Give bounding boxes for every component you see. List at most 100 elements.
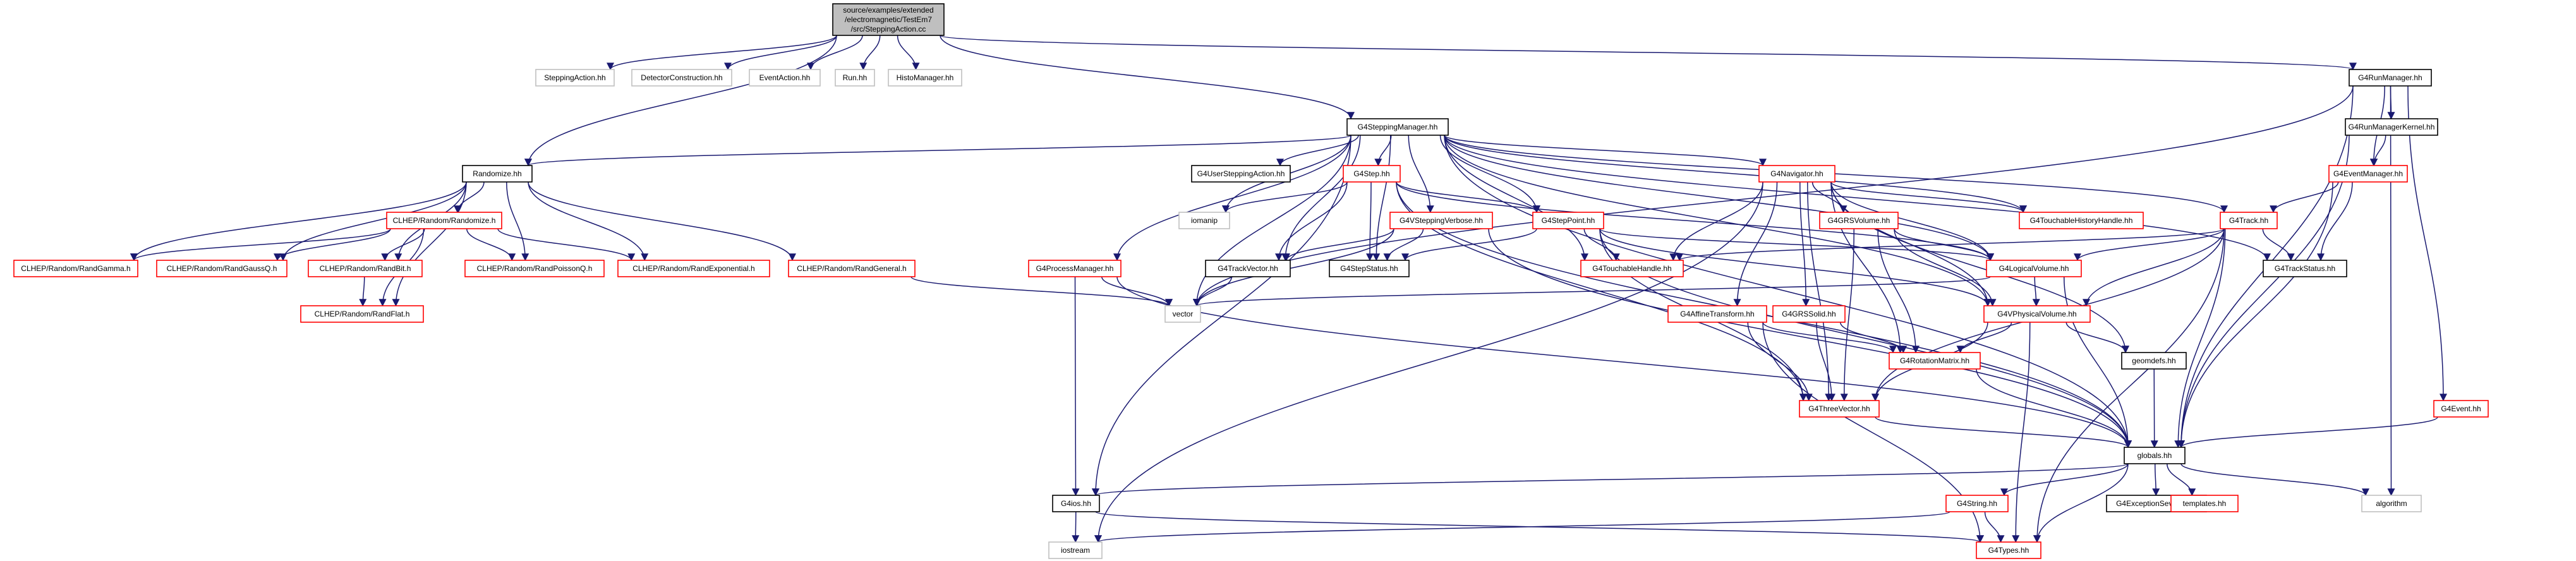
edge-g4-process-manager-to-g4ios [1072,276,1080,497]
edge-g4-stepping-manager-to-g4-track-vector [1281,135,1361,262]
edge-g4-grsvolume-to-g4-three-vector [1840,228,1854,402]
node-rand-exponential[interactable]: CLHEP/Random/RandExponential.h [617,260,770,277]
node-label: templates.hh [2183,499,2227,508]
edge-root-to-g4-stepping-manager [940,35,1355,120]
node-geomdefs[interactable]: geomdefs.hh [2121,352,2187,370]
edge-root-to-stepping-action [607,35,837,71]
edge-g4-event-manager-to-g4-track [2270,181,2339,214]
edge-g4-stepping-manager-to-g4-step-point [1439,135,1540,214]
node-g4-logical-volume[interactable]: G4LogicalVolume.hh [1986,260,2082,277]
edge-g4-vphysical-volume-to-geomdefs [2065,322,2129,354]
node-root: source/examples/extended/electromagnetic… [832,3,945,36]
node-label: G4RunManagerKernel.hh [2349,123,2435,131]
edge-geomdefs-to-globals [2150,368,2158,449]
edge-g4-stepping-manager-to-g4-touchable-history-handle [1444,135,2027,214]
edge-g4-step-to-g4-step-status [1366,181,1374,262]
node-rand-gamma[interactable]: CLHEP/Random/RandGamma.h [13,260,138,277]
node-label: G4Navigator.hh [1770,169,1823,178]
node-box [1346,118,1449,136]
node-detector-construction: DetectorConstruction.hh [631,69,732,87]
node-g4-three-vector[interactable]: G4ThreeVector.hh [1799,400,1880,418]
edge-g4-run-manager-kernel-to-g4-event-manager [2370,135,2386,167]
node-g4-navigator[interactable]: G4Navigator.hh [1758,165,1835,183]
node-stepping-action: SteppingAction.hh [535,69,615,87]
node-g4-touchable-history-handle[interactable]: G4TouchableHistoryHandle.hh [2019,212,2144,229]
edge-globals-to-g4ios [1092,463,2129,497]
node-g4-touchable-handle[interactable]: G4TouchableHandle.hh [1580,260,1684,277]
node-g4-vstepping-verbose[interactable]: G4VSteppingVerbose.hh [1389,212,1493,229]
node-rand-bit[interactable]: CLHEP/Random/RandBit.h [308,260,423,277]
node-g4-track-vector[interactable]: G4TrackVector.hh [1205,260,1291,277]
edge-g4-vphysical-volume-to-g4-rotation-matrix [1956,322,2012,354]
node-box [2019,212,2144,229]
node-g4-event-manager[interactable]: G4EventManager.hh [2328,165,2408,183]
node-label: G4StepPoint.hh [1542,216,1595,225]
node-g4-grsvolume[interactable]: G4GRSVolume.hh [1819,212,1899,229]
edge-g4-stepping-manager-to-vector [1193,135,1351,307]
node-label: iostream [1061,546,1090,555]
node-g4-step-status[interactable]: G4StepStatus.hh [1329,260,1410,277]
edge-randomize-to-rand-gauss-q [279,181,467,262]
edge-g4-vstepping-verbose-to-g4-step-status [1383,228,1424,262]
node-g4-track[interactable]: G4Track.hh [2220,212,2278,229]
edge-g4-step-to-iomanip [1222,181,1348,214]
edge-g4-navigator-to-g4-affine-transform [1733,181,1778,307]
node-box [1819,212,1899,229]
edge-g4-stepping-manager-to-g4-logical-volume [1444,135,1994,262]
node-run: Run.hh [835,69,875,87]
edge-g4-affine-transform-to-g4-three-vector [1747,322,1813,402]
edge-root-to-g4-run-manager [940,35,2356,71]
node-label: EventAction.hh [759,73,811,82]
node-g4-affine-transform[interactable]: G4AffineTransform.hh [1667,305,1767,323]
edge-g4-event-manager-to-globals [2177,181,2333,449]
node-g4-process-manager[interactable]: G4ProcessManager.hh [1028,260,1122,277]
node-box [535,69,615,87]
edge-g4-run-manager-to-g4-event [2407,85,2447,402]
node-g4-run-manager[interactable]: G4RunManager.hh [2349,69,2432,87]
edge-clheprandomize-to-rand-bit [381,228,425,262]
node-label: G4RotationMatrix.hh [1900,356,1969,365]
node-g4-rotation-matrix[interactable]: G4RotationMatrix.hh [1889,352,1981,370]
node-rand-gauss-q[interactable]: CLHEP/Random/RandGaussQ.h [156,260,287,277]
node-box [1532,212,1604,229]
node-iostream: iostream [1048,541,1103,559]
node-label: G4EventManager.hh [2333,169,2403,178]
node-rand-poisson-q[interactable]: CLHEP/Random/RandPoissonQ.h [464,260,605,277]
node-g4-types[interactable]: G4Types.hh [1976,541,2041,559]
node-clheprandomize[interactable]: CLHEP/Random/Randomize.h [386,212,502,229]
node-g4-track-status[interactable]: G4TrackStatus.hh [2263,260,2347,277]
node-g4-vphysical-volume[interactable]: G4VPhysicalVolume.hh [1983,305,2091,323]
node-label: HistoManager.hh [897,73,954,82]
node-label: G4Types.hh [1988,546,2029,555]
edge-g4-navigator-to-g4-grsvolume [1811,181,1847,214]
edge-globals-to-g4-types [2033,463,2129,543]
edge-globals-to-algorithm [2180,463,2369,497]
node-globals[interactable]: globals.hh [2124,447,2186,464]
node-randomize[interactable]: Randomize.hh [462,165,533,183]
node-g4-run-manager-kernel[interactable]: G4RunManagerKernel.hh [2345,118,2438,136]
node-box [835,69,875,87]
node-g4-user-stepping-action[interactable]: G4UserSteppingAction.hh [1191,165,1291,183]
node-templates[interactable]: templates.hh [2170,495,2239,512]
edge-randomize-to-clheprandomize [454,181,485,214]
node-box [462,165,533,183]
node-g4-event[interactable]: G4Event.hh [2433,400,2489,418]
node-box [1191,165,1291,183]
edge-g4-logical-volume-to-vector [1193,276,1991,307]
node-g4-step-point[interactable]: G4StepPoint.hh [1532,212,1604,229]
node-label: CLHEP/Random/RandBit.h [320,264,411,273]
node-box [2433,400,2489,418]
node-label: G4UserSteppingAction.hh [1197,169,1285,178]
node-rand-general[interactable]: CLHEP/Random/RandGeneral.h [788,260,916,277]
node-box [1178,212,1230,229]
edge-g4-affine-transform-to-g4-rotation-matrix [1762,322,1897,354]
node-g4-string[interactable]: G4String.hh [1945,495,2009,512]
node-rand-flat[interactable]: CLHEP/Random/RandFlat.h [300,305,424,323]
node-g4-stepping-manager[interactable]: G4SteppingManager.hh [1346,118,1449,136]
edge-clheprandomize-to-rand-gauss-q [274,228,391,262]
node-g4ios[interactable]: G4ios.hh [1052,495,1100,512]
edge-globals-to-templates [2167,463,2196,497]
edge-g4-track-to-g4-track-status [2262,228,2295,262]
node-g4-grssolid[interactable]: G4GRSSolid.hh [1772,305,1846,323]
node-g4-step[interactable]: G4Step.hh [1343,165,1401,183]
